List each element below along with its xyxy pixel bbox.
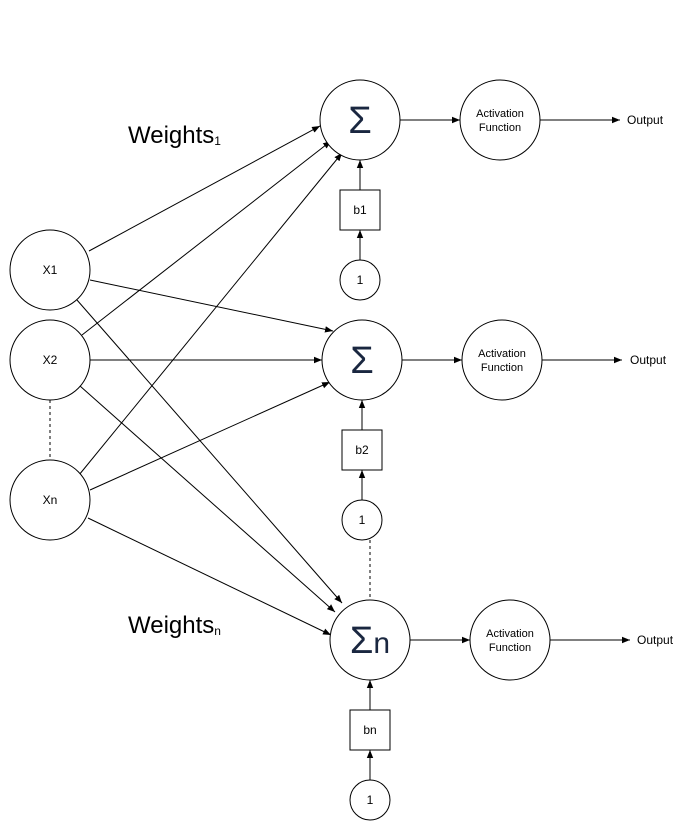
- input-node-label: X2: [43, 353, 58, 367]
- sum-sigma: Σ: [350, 340, 374, 382]
- input-node-xn: Xn: [9, 459, 91, 541]
- output-label-2: Output: [630, 353, 667, 367]
- edge-x2-sum1: [81, 140, 332, 336]
- sum-suffix: n: [373, 627, 390, 660]
- bias-label: bn: [363, 723, 376, 737]
- activation-label-line-1: Activation: [486, 628, 534, 640]
- weights-label-subscript: n: [214, 624, 221, 638]
- summation-symbol: Σ: [348, 100, 372, 142]
- input-edges: [76, 125, 343, 636]
- edge-xn-sum2: [89, 381, 331, 491]
- sum-sigma: Σ: [348, 100, 372, 142]
- input-node-x1: X1: [9, 229, 91, 311]
- bias-input-label: 1: [357, 273, 364, 287]
- bias-input-node-n: 1: [349, 779, 391, 821]
- sum-sigma: Σ: [350, 620, 374, 662]
- input-node-label: Xn: [43, 493, 58, 507]
- summation-symbol: Σ: [350, 340, 374, 382]
- activation-label-line-2: Function: [481, 362, 523, 374]
- activation-node-1: Activation Function: [459, 79, 541, 161]
- output-label-1: Output: [627, 113, 664, 127]
- edge-x1-sum2: [89, 279, 334, 333]
- edge-xn-sumn: [87, 517, 332, 636]
- bias-label: b2: [355, 443, 369, 457]
- summation-symbol: Σn: [350, 620, 390, 662]
- bias-input-label: 1: [367, 793, 374, 807]
- activation-label-line-1: Activation: [476, 108, 524, 120]
- bias-input-node-2: 1: [341, 499, 383, 541]
- activation-label-line-2: Function: [489, 642, 531, 654]
- activation-node-2: Activation Function: [461, 319, 543, 401]
- weights-label-main: Weights: [128, 122, 214, 149]
- input-node-label: X1: [43, 263, 58, 277]
- bias-box-1: b1: [339, 189, 381, 231]
- edge-x2-sumn: [79, 385, 336, 613]
- weights-label-main: Weights: [128, 612, 214, 639]
- bias-box-2: b2: [341, 429, 383, 471]
- activation-label-line-2: Function: [479, 122, 521, 134]
- bias-input-label: 1: [359, 513, 366, 527]
- summation-node-1: Σ: [319, 79, 401, 161]
- input-node-x2: X2: [9, 319, 91, 401]
- bias-input-node-1: 1: [339, 259, 381, 301]
- neuron-2: Σ Activation Function Output b2 1: [321, 319, 667, 541]
- neuron-1: Σ Activation Function Output b1 1: [319, 79, 664, 301]
- activation-label-line-1: Activation: [478, 348, 526, 360]
- activation-node-n: Activation Function: [469, 599, 551, 681]
- weights-label-subscript: 1: [214, 134, 221, 148]
- bias-box-n: bn: [349, 709, 391, 751]
- edge-x1-sum1: [88, 125, 321, 252]
- weights-label-n: Weightsn: [128, 612, 221, 639]
- edge-xn-sum1: [78, 152, 343, 476]
- bias-label: b1: [353, 203, 367, 217]
- neuron-n: Σn Activation Function Output bn 1: [329, 599, 674, 821]
- edge-x1-sumn: [76, 299, 343, 604]
- weights-label-1: Weights1: [128, 122, 221, 149]
- summation-node-n: Σn: [329, 599, 411, 681]
- output-label-n: Output: [637, 633, 674, 647]
- summation-node-2: Σ: [321, 319, 403, 401]
